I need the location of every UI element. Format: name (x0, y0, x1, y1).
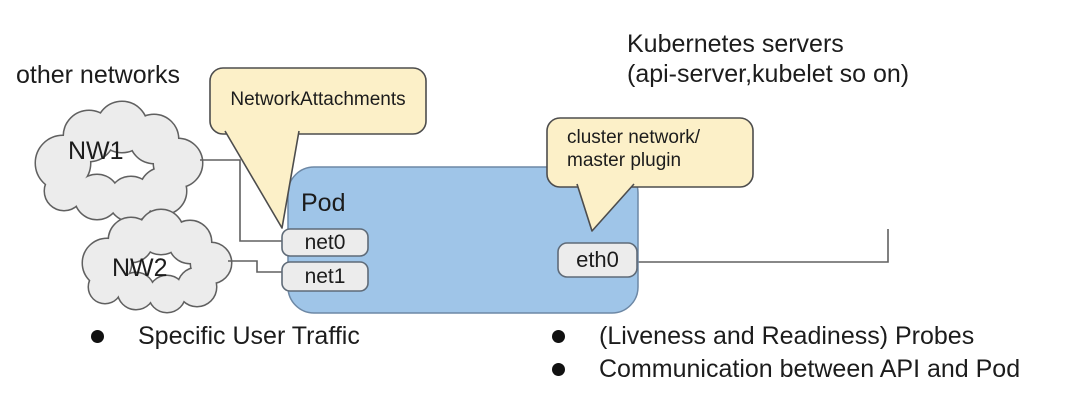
network-attachments-callout-tail (224, 130, 300, 229)
other-networks-label: other networks (16, 61, 180, 89)
connector-nw2-net1 (228, 260, 282, 273)
cluster-network-line1: cluster network/ (567, 127, 701, 148)
connector-nw1-net0 (200, 159, 282, 242)
net1-box (281, 261, 369, 292)
cluster-network-callout-body (546, 117, 754, 188)
cluster-network-callout-text: cluster network/ master plugin (567, 126, 700, 172)
kubernetes-servers-label: Kubernetes servers (api-server,kubelet s… (627, 29, 909, 89)
bullet-dot-icon (91, 330, 104, 343)
bullet-text: Specific User Traffic (138, 322, 360, 350)
kubernetes-servers-line1: Kubernetes servers (627, 30, 844, 58)
pod-label: Pod (301, 189, 346, 217)
bullet-text: (Liveness and Readiness) Probes (599, 322, 975, 350)
network-attachments-callout-body (209, 67, 427, 135)
cluster-network-callout-tail (576, 183, 635, 232)
bullet-specific-user-traffic: Specific User Traffic (91, 322, 360, 351)
connector-eth0-servers (638, 229, 889, 263)
bullet-dot-icon (552, 330, 565, 343)
eth0-label: eth0 (576, 247, 619, 272)
network-attachments-callout-text: NetworkAttachments (230, 89, 406, 110)
net0-label: net0 (304, 231, 346, 254)
bullet-communication: Communication between API and Pod (552, 355, 1020, 384)
bullet-text: Communication between API and Pod (599, 355, 1021, 383)
bullet-dot-icon (552, 363, 565, 376)
kubernetes-servers-line2: (api-server,kubelet so on) (627, 60, 910, 88)
net1-label: net1 (304, 265, 346, 288)
bullet-probes: (Liveness and Readiness) Probes (552, 322, 974, 351)
nw1-label: NW1 (68, 137, 124, 165)
cluster-network-line2: master plugin (567, 150, 682, 171)
net0-box (281, 228, 369, 257)
eth0-box (557, 242, 638, 278)
nw2-label: NW2 (112, 254, 168, 282)
